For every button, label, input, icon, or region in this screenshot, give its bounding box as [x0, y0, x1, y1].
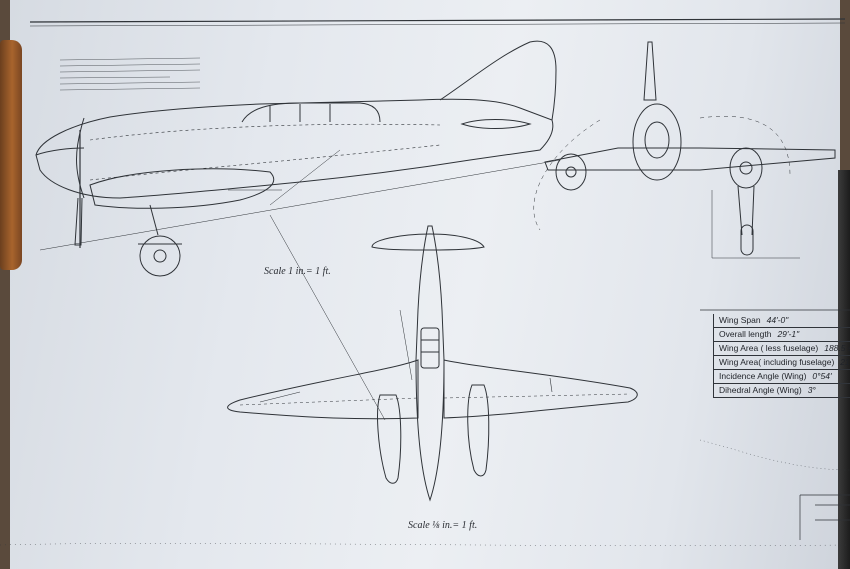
spec-row-wing-area-less-fuselage: Wing Area ( less fuselage)188.5 sq ft. — [714, 342, 850, 356]
plan-view — [227, 225, 638, 502]
plan-view-scale-label: Scale ⅛ in.= 1 ft. — [408, 520, 478, 531]
drawing-sheet — [10, 0, 840, 569]
wooden-frame-edge — [0, 40, 22, 270]
spec-row-incidence-angle: Incidence Angle (Wing)0°54' — [714, 370, 850, 384]
side-view-scale-label: Scale 1 in.= 1 ft. — [264, 266, 331, 277]
spec-row-wing-area-including-fuselage: Wing Area( including fuselage)212 5 sq — [714, 356, 850, 370]
front-view — [533, 41, 836, 259]
spec-row-dihedral-angle: Dihedral Angle (Wing)3° — [714, 384, 850, 398]
side-view — [35, 40, 561, 421]
